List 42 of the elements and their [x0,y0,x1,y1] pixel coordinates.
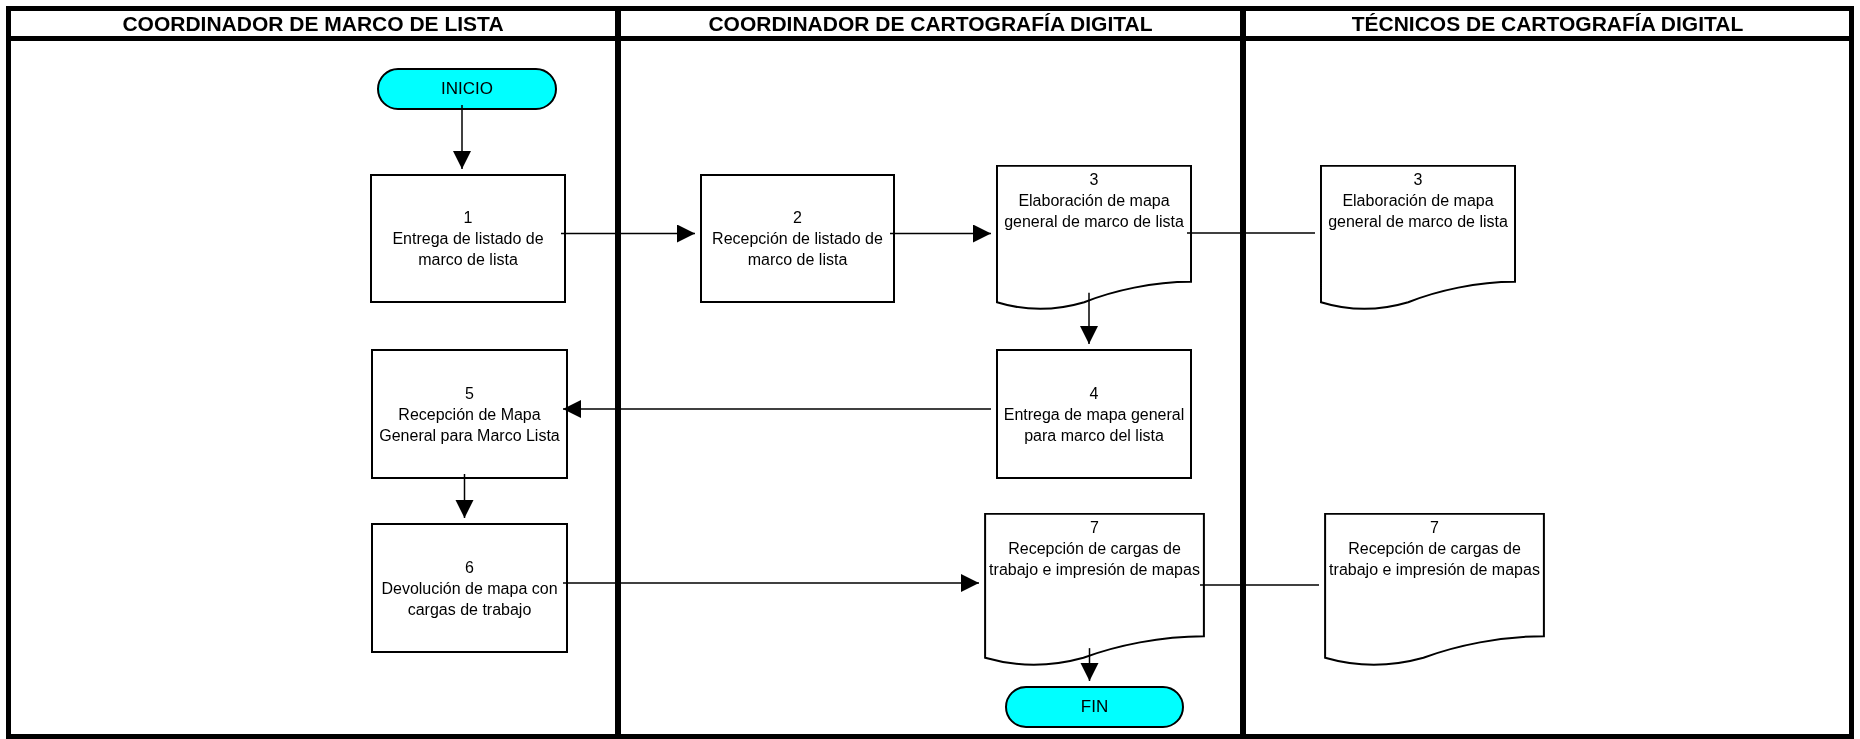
step-number: 3 [1088,170,1100,190]
process-box [700,174,895,303]
step-text: Recepción de listado de marco de lista [711,229,884,270]
terminator-pill [1005,686,1184,728]
step-text: Recepción de cargas de trabajo e impresión de mapas [1328,539,1541,580]
step-text: Entrega de listado de marco de lista [391,229,545,270]
lane-header: TÉCNICOS DE CARTOGRAFÍA DIGITAL [1246,11,1849,41]
connector-arrow [1080,292,1098,345]
connector-arrow [889,224,992,243]
document-shape [984,513,1205,667]
step-number: 7 [1089,518,1100,538]
step-number: 7 [1429,518,1440,538]
lane-header: COORDINADOR DE MARCO DE LISTA [11,11,615,41]
connector-arrow [562,574,980,592]
process-box [370,174,566,303]
step-text: Devolución de mapa con cargas de trabajo [380,578,559,620]
terminator-pill [377,68,557,110]
process-box [371,523,568,653]
document-shape [996,165,1192,311]
document-shape [1320,165,1516,311]
terminator-label: INICIO [441,78,493,101]
step-number: 6 [464,557,475,578]
step-text: Recepción de cargas de trabajo e impresión de mapas [988,539,1201,580]
step-text: Elaboración de mapa general de marco de lista [1003,191,1185,232]
step-number: 2 [792,208,803,228]
lane-header: COORDINADOR DE CARTOGRAFÍA DIGITAL [621,11,1240,41]
step-text: Elaboración de mapa general de marco de lista [1327,191,1509,232]
connector-arrow [562,400,992,418]
connector-arrow [453,104,471,170]
step-number: 4 [1088,383,1100,404]
terminator-label: FIN [1080,696,1109,719]
step-number: 5 [464,383,475,404]
document-shape [1324,513,1545,667]
step-number: 3 [1412,170,1424,190]
connector-arrow [455,473,474,519]
process-box [371,349,568,479]
step-text: Entrega de mapa general para marco del lista [1002,404,1186,446]
step-number: 1 [462,208,474,228]
connector-arrow [560,224,696,243]
connector-arrow [1080,647,1099,682]
process-box [996,349,1192,479]
step-text: Recepción de Mapa General para Marco Lista [378,404,561,446]
